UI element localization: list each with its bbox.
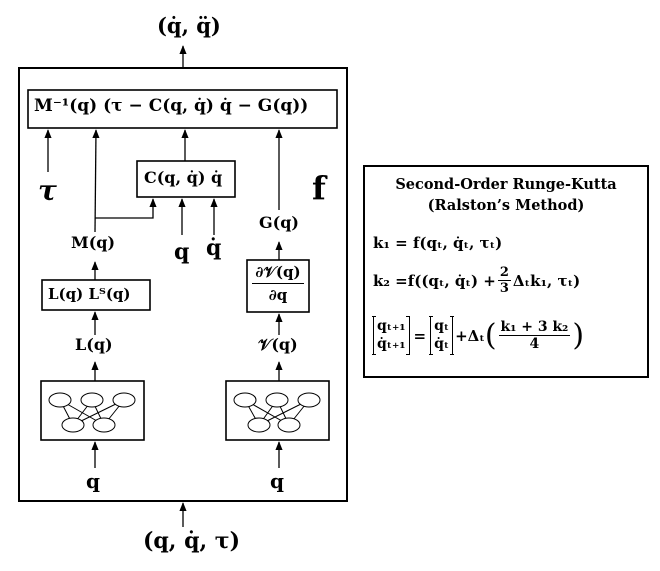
rk-q-current: qₜ: [434, 318, 450, 334]
rk-k2-rhs-b: Δₜk₁, τₜ): [512, 271, 581, 290]
coriolis-qdot-input: q̇: [206, 235, 222, 261]
rk-update-equation: qₜ₊₁ q̇ₜ₊₁ = qₜ q̇ₜ +Δₜ ( k₁ + 3 k₂ 4 ): [372, 316, 585, 355]
rk-update-fraction-num: k₁ + 3 k₂: [498, 319, 571, 336]
potential-label: 𝒱(q): [258, 335, 298, 354]
right-nn-graph: [233, 392, 321, 433]
l-output-label: L(q): [75, 335, 113, 354]
f-label: f: [312, 169, 326, 207]
mass-matrix-label: M(q): [71, 233, 116, 252]
rk-k2-rhs-a: f((qₜ, q̇ₜ) +: [407, 271, 496, 290]
rk-k2-fraction: 2 3: [497, 265, 511, 296]
rk-k1-lhs: k₁ =: [373, 234, 413, 252]
rk-current-state-vector: qₜ q̇ₜ: [429, 316, 454, 355]
left-nn-box: [40, 380, 145, 441]
left-q-input: q: [86, 469, 100, 493]
rk-k1-equation: k₁ = f(qₜ, q̇ₜ, τₜ): [373, 234, 502, 252]
left-nn-graph: [48, 392, 136, 433]
rk-title-line2: (Ralston’s Method): [427, 197, 585, 214]
main-equation: M⁻¹(q) (τ − C(q, q̇) q̇ − G(q)): [34, 96, 309, 116]
top-equation-box: [27, 89, 338, 129]
right-nn-box: [225, 380, 330, 441]
rk-q-next: qₜ₊₁: [377, 318, 406, 334]
llt-label: L(q) Lᵀ(q): [48, 285, 131, 303]
gravity-label: G(q): [259, 213, 299, 232]
rk-update-fraction-den: 4: [529, 336, 540, 352]
coriolis-box: [136, 160, 236, 198]
dv-box: [246, 259, 310, 313]
rk-plus-dt: +Δₜ: [455, 326, 485, 345]
rk-k2-fraction-num: 2: [497, 265, 511, 281]
runge-kutta-panel: Second-Order Runge-Kutta (Ralston’s Meth…: [363, 165, 649, 378]
output-label: (q̇, q̈): [157, 13, 221, 38]
rk-qdot-next: q̇ₜ₊₁: [377, 335, 406, 352]
rk-title-line1: Second-Order Runge-Kutta: [395, 176, 617, 193]
rk-close-paren: ): [572, 318, 585, 353]
rk-k2-equation: k₂ = f((qₜ, q̇ₜ) + 2 3 Δₜk₁, τₜ): [373, 265, 580, 296]
rk-k2-fraction-den: 3: [499, 281, 509, 296]
rk-next-state-vector: qₜ₊₁ q̇ₜ₊₁: [372, 316, 410, 355]
arrows: [44, 45, 283, 527]
rk-open-paren: (: [484, 318, 497, 353]
rk-update-fraction: k₁ + 3 k₂ 4: [498, 319, 571, 352]
potential-gradient-num: ∂𝒱(q): [252, 263, 304, 284]
potential-gradient-den: ∂q: [268, 286, 288, 304]
right-q-input: q: [270, 469, 284, 493]
coriolis-q-input: q: [174, 239, 190, 265]
llt-box: [41, 279, 151, 311]
input-label: (q, q̇, τ): [143, 528, 241, 554]
rk-k2-lhs: k₂ =: [373, 271, 408, 290]
tau-input: τ: [38, 174, 57, 207]
rk-qdot-current: q̇ₜ: [434, 335, 450, 352]
potential-gradient: ∂𝒱(q) ∂q: [251, 263, 305, 304]
rk-equals: =: [413, 326, 427, 345]
coriolis-term: C(q, q̇) q̇: [144, 168, 223, 187]
rk-k1-rhs: f(qₜ, q̇ₜ, τₜ): [412, 234, 503, 252]
